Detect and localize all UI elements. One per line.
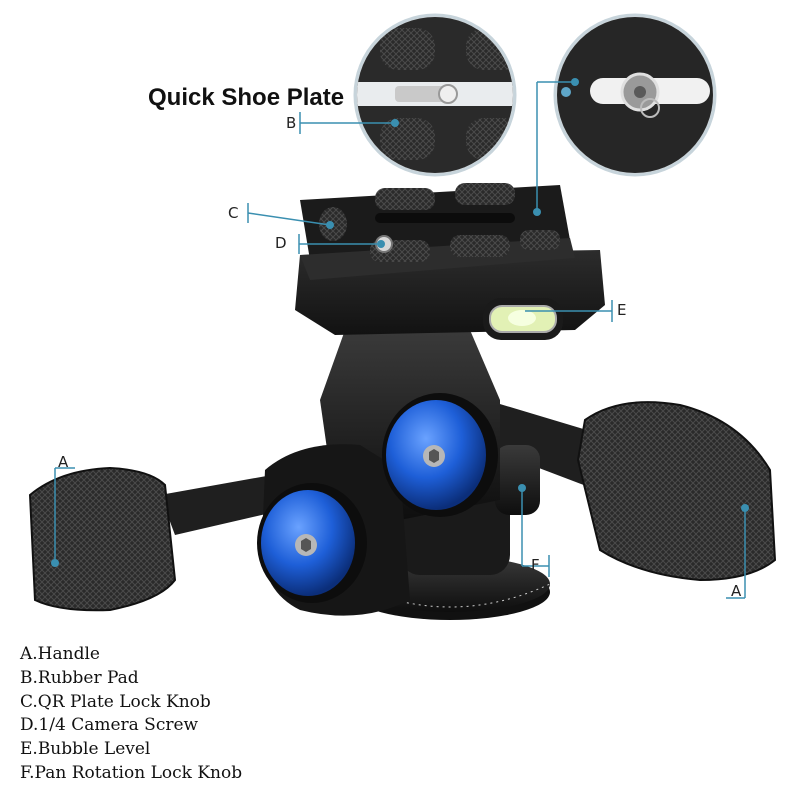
bubble-level [483,298,563,340]
tilt-lock-knob [382,393,498,517]
callout-label-c: C [228,204,239,222]
callout-label-a-left: A [58,453,69,471]
rubber-pad-zoom [353,13,517,177]
callout-label-f: F [531,556,540,574]
callout-lines [54,81,746,599]
legend-item: F.Pan Rotation Lock Knob [20,762,243,783]
legend-item: E.Bubble Level [20,739,151,760]
figure-title: Quick Shoe Plate [148,84,345,111]
callout-label-a-right: A [731,582,742,600]
pan-knob [257,483,367,603]
callout-dots [51,78,749,567]
legend-item: D.1/4 Camera Screw [20,715,199,736]
right-handle [465,395,777,582]
parts-legend: A.Handle B.Rubber Pad C.QR Plate Lock Kn… [20,643,242,786]
pan-lock-knob [495,445,540,515]
callout-label-b: B [286,114,297,132]
legend-item: C.QR Plate Lock Knob [20,691,211,712]
legend-item: B.Rubber Pad [20,667,139,688]
camera-screw-zoom [553,13,717,177]
legend-item: A.Handle [20,644,100,664]
callout-label-e: E [617,301,627,319]
callout-label-d: D [275,234,287,252]
